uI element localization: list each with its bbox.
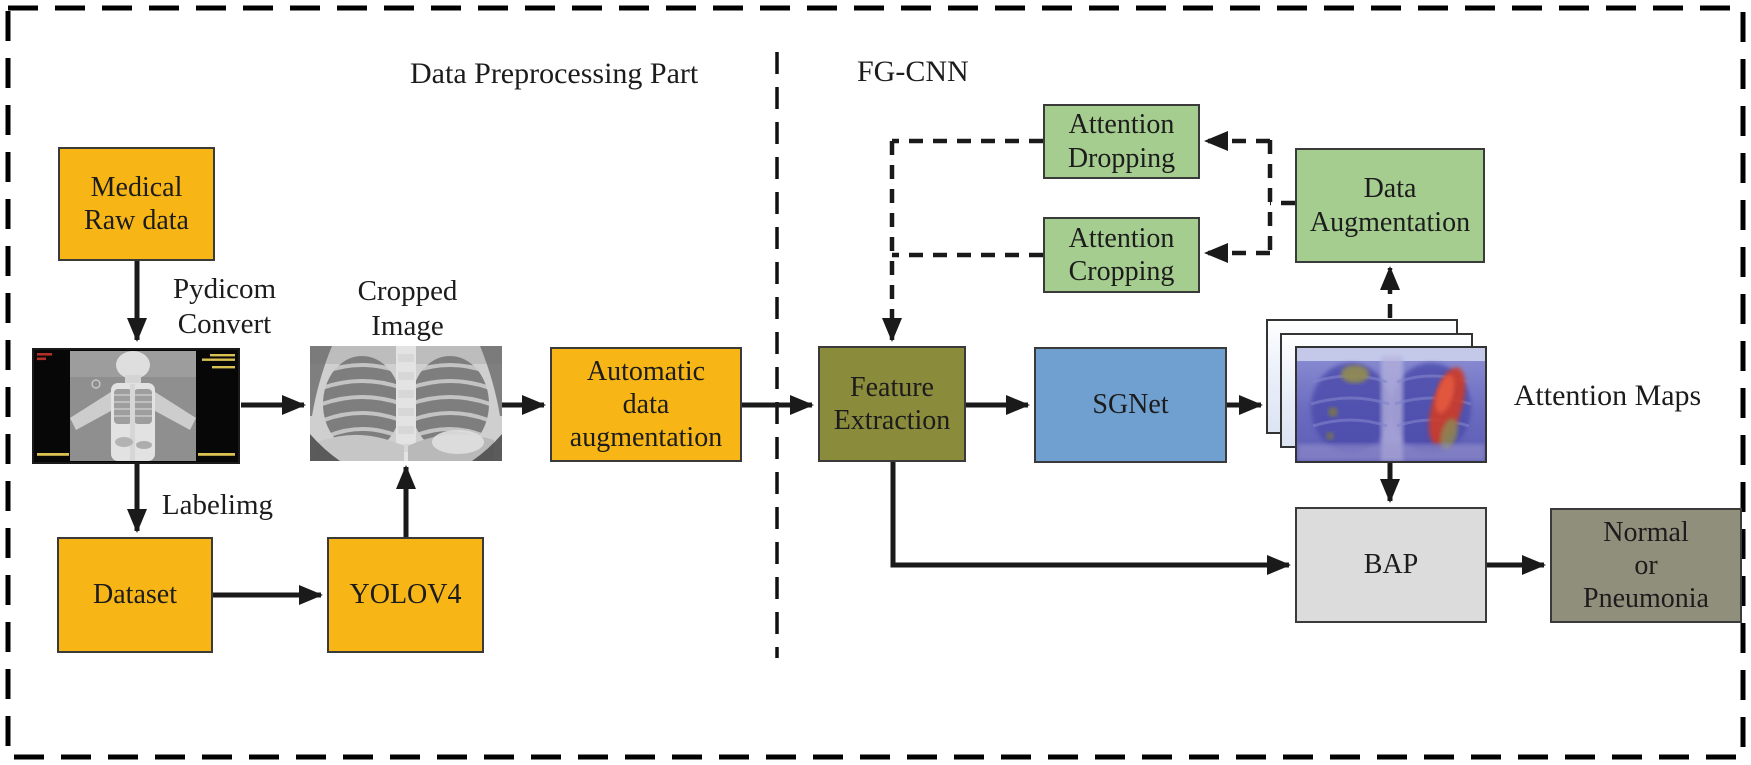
raw-xray-image [32, 348, 240, 464]
attention-maps-label: Attention Maps [1513, 379, 1702, 412]
attention-map-image [1295, 346, 1487, 463]
bap-box: BAP [1295, 507, 1487, 623]
automatic-data-augmentation-box: Automatic data augmentation [550, 347, 742, 462]
normal-or-pneumonia-box: Normal or Pneumonia [1550, 508, 1742, 623]
labelimg-label: Labelimg [161, 489, 274, 521]
data-augmentation-box: Data Augmentation [1295, 148, 1485, 263]
sgnet-box: SGNet [1034, 347, 1227, 463]
fgcnn-section-title: FG-CNN [857, 55, 969, 88]
cropped-xray-image [310, 346, 502, 461]
outer-dashed-border [5, 5, 1746, 760]
solid-arrows [127, 261, 1546, 605]
pydicom-convert-label: Pydicom Convert [172, 273, 277, 341]
attention-cropping-box: Attention Cropping [1043, 217, 1200, 293]
cropped-image-label: Cropped Image [357, 275, 458, 343]
medical-raw-data-box: Medical Raw data [58, 147, 215, 261]
dashed-arrows [882, 131, 1400, 342]
yolov4-box: YOLOV4 [327, 537, 484, 653]
dataset-box: Dataset [57, 537, 213, 653]
feature-extraction-box: Feature Extraction [818, 346, 966, 462]
preprocessing-section-title: Data Preprocessing Part [410, 57, 699, 90]
attention-dropping-box: Attention Dropping [1043, 104, 1200, 179]
